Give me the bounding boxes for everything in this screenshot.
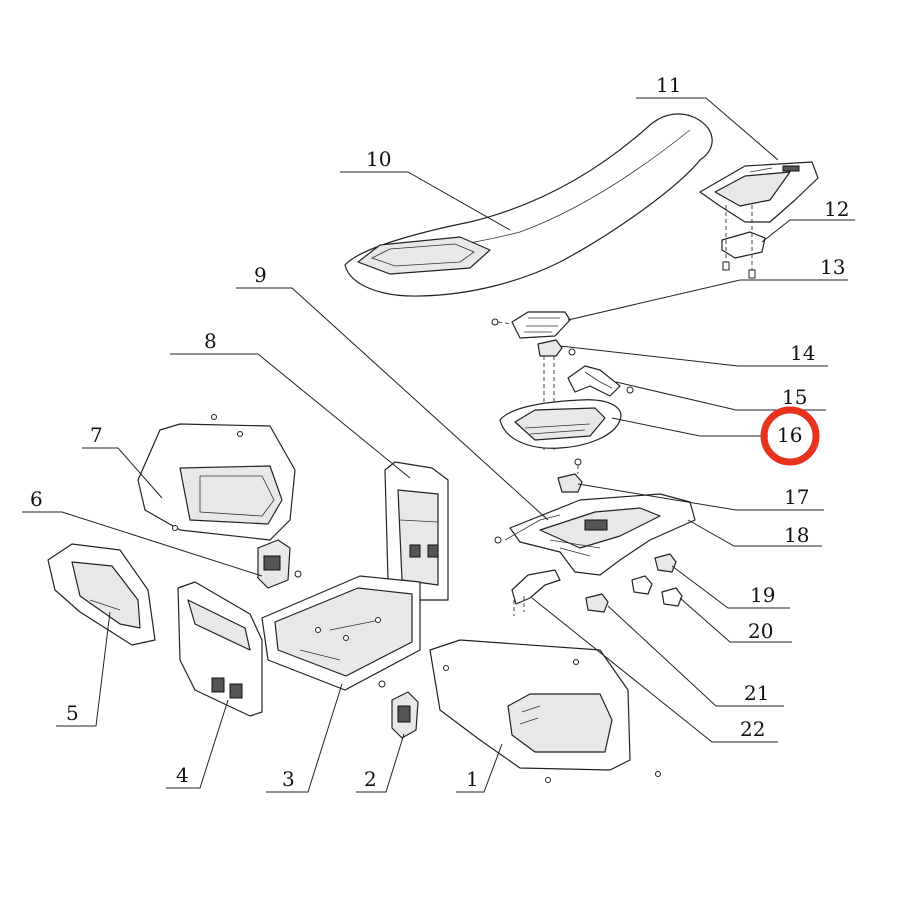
part-label-19: 19: [750, 583, 775, 607]
part-label-9: 9: [254, 263, 267, 287]
part-label-10: 10: [366, 147, 391, 171]
part-label-22: 22: [740, 717, 765, 741]
highlight-ring-16: [760, 406, 820, 466]
bracket-part-5: [47, 543, 156, 646]
block-part-20: [631, 575, 683, 607]
side-cover-part-1: [429, 639, 661, 783]
part-label-18: 18: [784, 523, 809, 547]
tray-part-3: [261, 575, 421, 691]
part-label-1: 1: [466, 767, 479, 791]
part-label-21: 21: [744, 681, 769, 705]
panel-part-16: [499, 399, 622, 449]
socket-part-2: [378, 680, 419, 739]
part-labels: 1 2 3 4 5 6 7 8 9 10 11 12 13 14 15 16 1…: [30, 73, 849, 791]
part-label-14: 14: [790, 341, 815, 365]
lock-bracket-part-13: [491, 311, 571, 339]
bracket-part-9: [504, 514, 561, 541]
side-cover-part-7: [137, 414, 296, 541]
seat-part-10: [344, 113, 713, 297]
block-part-19: [654, 553, 677, 573]
callout-lines: [22, 97, 855, 793]
part-label-16: 16: [777, 423, 802, 447]
connector-part-6: [257, 539, 302, 589]
part-label-4: 4: [176, 763, 189, 787]
part-label-6: 6: [30, 487, 43, 511]
plate-part-8: [384, 461, 449, 601]
part-label-2: 2: [364, 767, 377, 791]
switch-part-21: [585, 593, 609, 613]
part-label-12: 12: [824, 197, 849, 221]
part-label-7: 7: [90, 423, 103, 447]
latch-part-15: [567, 365, 634, 397]
clip-part-17: [557, 458, 583, 493]
part-label-20: 20: [748, 619, 773, 643]
part-label-8: 8: [204, 329, 217, 353]
mount-part-22: [511, 569, 561, 616]
part-label-17: 17: [784, 485, 809, 509]
tail-cover-part-11: [699, 161, 819, 223]
part-label-13: 13: [820, 255, 845, 279]
part-label-3: 3: [282, 767, 295, 791]
rear-frame-part-18: [494, 493, 696, 576]
box-cover-part-4: [177, 581, 263, 717]
part-label-15: 15: [782, 385, 807, 409]
bracket-part-12: [721, 205, 766, 279]
part-label-5: 5: [66, 701, 79, 725]
part-label-11: 11: [656, 73, 681, 97]
